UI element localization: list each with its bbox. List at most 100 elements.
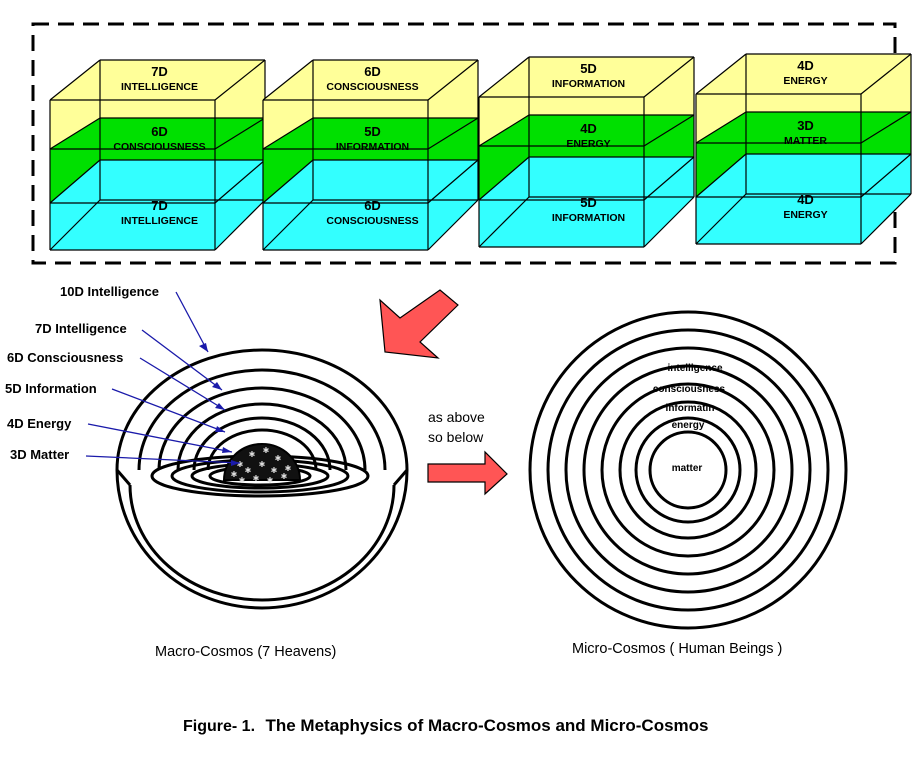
down-left-arrow bbox=[379, 289, 459, 359]
cube-edge bbox=[427, 199, 479, 251]
star-icon: ✱ bbox=[285, 464, 292, 473]
micro-caption: Micro-Cosmos ( Human Beings ) bbox=[572, 641, 782, 657]
hemisphere-inner-curve bbox=[128, 484, 396, 602]
dome-shell-3 bbox=[157, 386, 367, 471]
figure-title: The Metaphysics of Macro-Cosmos and Micr… bbox=[265, 716, 708, 735]
star-icon: ✱ bbox=[239, 476, 246, 485]
cube-cyan-band bbox=[263, 160, 478, 250]
macro-caption: Macro-Cosmos (7 Heavens) bbox=[155, 644, 336, 660]
cube-edge bbox=[643, 56, 695, 98]
cube-top-num: 6D bbox=[364, 64, 381, 79]
cube-edge bbox=[262, 159, 314, 204]
rim-edge-right bbox=[392, 469, 409, 486]
cube-edge bbox=[49, 117, 101, 150]
micro-label-consciousness: consciousness bbox=[653, 384, 726, 395]
cube-bot-word: INTELLIGENCE bbox=[121, 215, 198, 227]
label-6d-consciousness: 6D Consciousness bbox=[7, 350, 123, 365]
cube-mid-word: ENERGY bbox=[566, 138, 610, 150]
star-icon: ✱ bbox=[281, 472, 288, 481]
label-7d-intelligence: 7D Intelligence bbox=[35, 321, 127, 336]
micro-label-energy: energy bbox=[672, 420, 705, 431]
cube-edge bbox=[262, 199, 314, 251]
dome-shell-1 bbox=[115, 348, 409, 471]
star-icon: ✱ bbox=[253, 474, 260, 483]
cube-bot-num: 6D bbox=[364, 198, 381, 213]
star-icon: ✱ bbox=[231, 470, 238, 479]
dome-shell-5 bbox=[192, 416, 332, 471]
cube-edge bbox=[643, 196, 695, 248]
cube-bot-num: 7D bbox=[151, 198, 168, 213]
cube-bot-word: CONSCIOUSNESS bbox=[326, 215, 418, 227]
cube-edge bbox=[478, 196, 530, 248]
cube-edge bbox=[49, 159, 101, 204]
star-icon: ✱ bbox=[245, 466, 252, 475]
cube-edge bbox=[427, 59, 479, 101]
cube-mid-num: 5D bbox=[364, 124, 381, 139]
star-icon: ✱ bbox=[271, 466, 278, 475]
cube-top-num: 7D bbox=[151, 64, 168, 79]
cube-1: 7D INTELLIGENCE 6D CONSCIOUSNESS 7D INTELLIGE… bbox=[49, 59, 266, 251]
cube-mid-num: 3D bbox=[797, 118, 814, 133]
cube-edge bbox=[695, 193, 747, 245]
dome-shell-4 bbox=[176, 402, 348, 471]
figure-prefix: Figure- 1. bbox=[183, 718, 255, 735]
star-icon: ✱ bbox=[275, 454, 282, 463]
cube-edge bbox=[49, 59, 101, 101]
micro-ring-7 bbox=[634, 416, 742, 524]
cube-edge bbox=[860, 53, 912, 95]
cube-edge bbox=[262, 117, 314, 150]
as-above-text: as above bbox=[428, 409, 485, 425]
cube-edge bbox=[695, 111, 747, 144]
cube-mid-num: 6D bbox=[151, 124, 168, 139]
cube-mid-word: CONSCIOUSNESS bbox=[113, 141, 205, 153]
cube-edge bbox=[214, 199, 266, 251]
cube-cyan-band bbox=[479, 157, 694, 247]
dome-shell-6 bbox=[206, 428, 318, 471]
cube-edge bbox=[427, 159, 479, 204]
figure-caption: Figure- 1. The Metaphysics of Macro-Cosm… bbox=[183, 716, 709, 735]
cube-edge bbox=[262, 59, 314, 101]
label-pointers bbox=[85, 291, 241, 464]
micro-cosmos-diagram bbox=[528, 310, 848, 630]
dome-shell-2 bbox=[137, 368, 387, 471]
star-icon: ✱ bbox=[249, 450, 256, 459]
cube-bot-num: 4D bbox=[797, 192, 814, 207]
cube-edge bbox=[214, 117, 266, 150]
star-icon: ✱ bbox=[237, 460, 244, 469]
so-below-text: so below bbox=[428, 429, 484, 445]
cube-top-num: 4D bbox=[797, 58, 814, 73]
cube-edge bbox=[49, 199, 101, 251]
cube-top-word: INTELLIGENCE bbox=[121, 81, 198, 93]
micro-ring-1 bbox=[528, 310, 848, 630]
cube-top-word: INFORMATION bbox=[552, 78, 625, 90]
cube-bot-word: INFORMATION bbox=[552, 212, 625, 224]
hemisphere-bowl bbox=[115, 469, 409, 610]
cube-bot-num: 5D bbox=[580, 195, 597, 210]
cube-edge bbox=[860, 153, 912, 198]
cube-mid-word: MATTER bbox=[784, 135, 827, 147]
micro-ring-4 bbox=[582, 364, 794, 576]
macro-cosmos-diagram: ✱✱✱✱✱✱✱✱✱✱✱✱✱ bbox=[115, 348, 409, 610]
right-arrow bbox=[427, 450, 508, 496]
cube-cyan-band bbox=[696, 154, 911, 244]
micro-ring-5 bbox=[600, 382, 776, 558]
micro-label-matter: matter bbox=[672, 463, 703, 474]
cube-bot-word: ENERGY bbox=[783, 209, 827, 221]
cube-top-num: 5D bbox=[580, 61, 597, 76]
pointer-arrowheads bbox=[199, 343, 240, 466]
cubes-row: 7D INTELLIGENCE 6D CONSCIOUSNESS 7D INTELLIGE… bbox=[49, 53, 912, 251]
micro-ring-2 bbox=[546, 328, 830, 612]
cube-edge bbox=[478, 114, 530, 147]
cube-edge bbox=[695, 153, 747, 198]
cube-edge bbox=[478, 156, 530, 201]
star-icon: ✱ bbox=[263, 446, 270, 455]
micro-ring-8 bbox=[648, 430, 728, 510]
cube-edge bbox=[427, 117, 479, 150]
micro-label-intelligence: intelligence bbox=[667, 363, 722, 374]
cube-2: 6DCONSCIOUSNESS5DINFORMATION6DCONSCIOUSN… bbox=[262, 59, 479, 251]
matter-core bbox=[222, 443, 302, 481]
